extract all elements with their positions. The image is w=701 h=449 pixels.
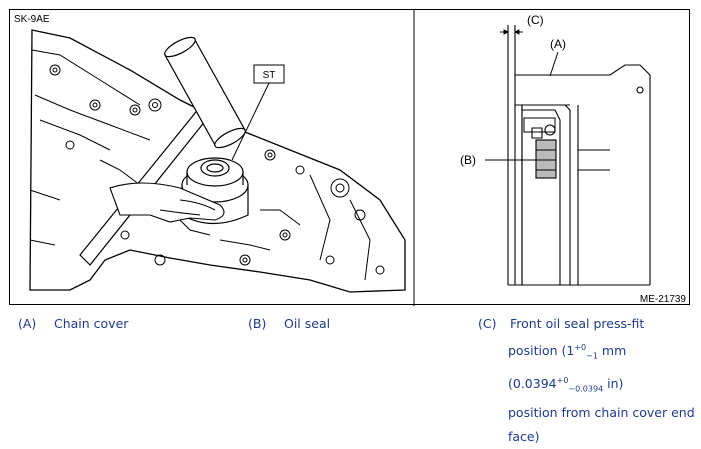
label-c: (C) [527,13,544,27]
caption-c-line3-sub: −0.0394 [568,384,604,394]
caption-c: (C)Front oil seal press-fit position (1+… [478,312,698,449]
caption-c-line2-pre: position (1 [508,343,575,359]
caption-a: (A) Chain cover [18,312,128,336]
caption-c-line2: position (1+0−1 mm [478,336,698,369]
st-leader [231,82,270,161]
caption-c-line2-sub: −1 [586,351,598,361]
figure-code-right: ME-21739 [640,294,687,305]
caption-c-line3-pre: (0.0394 [508,375,557,391]
caption-c-line5: face) [508,429,540,445]
hand [109,182,225,223]
caption-c-line3-sup: +0 [556,375,569,385]
figure-code-left: SK-9AE [14,14,50,25]
caption-c-line4: position from chain cover end [508,405,695,421]
caption-b-text: Oil seal [283,316,331,331]
caption-c-line2-sup: +0 [574,343,587,352]
caption-c-line1: (C) Front oil seal press-fit [478,312,698,336]
cross-section [507,25,651,286]
captions: (A) Chain cover (B) Oil seal (C) Front oi… [0,310,701,444]
hammer [79,36,246,266]
caption-c-line1-text: Front oil seal press-fit [510,316,645,331]
label-b: (B) [460,153,476,167]
label-a: (A) [550,37,566,51]
dimension-c [500,27,523,40]
illustration-svg: ST SK-9AE [14,10,687,306]
caption-c-line2-post: mm [597,343,627,359]
st-label: ST [263,70,276,81]
caption-c-key: (C) [478,316,497,331]
illustration-frame: ST SK-9AE [9,9,690,306]
caption-c-line3: (0.0394+0−0.0394 in) [478,369,698,402]
caption-a-key: (A) [18,316,37,331]
caption-b-key: (B) [248,316,267,331]
leader-a [549,51,559,77]
caption-c-line3-post: in) [603,375,624,391]
caption-b: (B) Oil seal [248,312,330,336]
caption-a-text: Chain cover [53,316,129,331]
